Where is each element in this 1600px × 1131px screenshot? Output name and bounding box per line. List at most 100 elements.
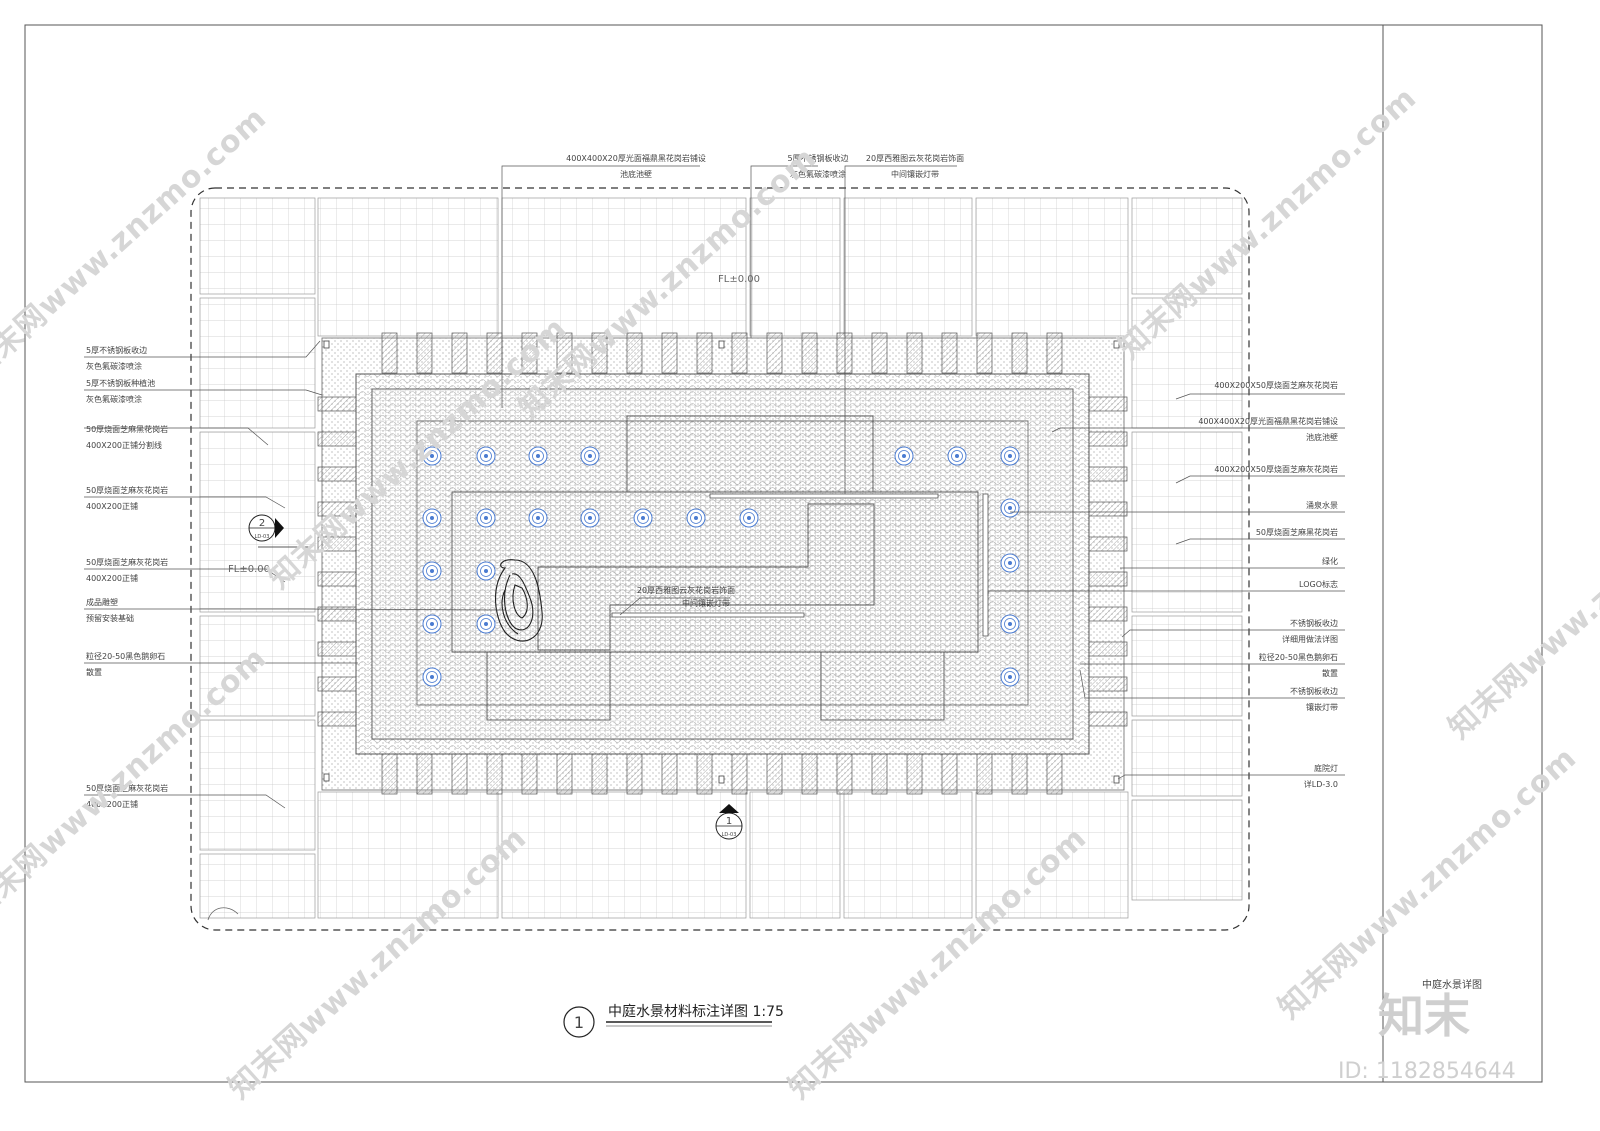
fountain-nozzles <box>422 446 1020 687</box>
edge-paver <box>1046 332 1063 374</box>
paving-block <box>501 197 747 337</box>
leader-lines <box>84 165 1345 809</box>
callout-line1: 20厚西雅图云灰花岗岩饰面 <box>866 153 964 163</box>
fountain-nozzle <box>476 508 496 528</box>
callout-line1: 5厚不锈钢板种植池 <box>86 378 155 388</box>
edge-paver <box>381 753 398 795</box>
edge-paver <box>317 711 357 727</box>
edge-paver <box>906 753 923 795</box>
edge-paver <box>416 332 433 374</box>
edge-paver <box>1046 753 1063 795</box>
callout-text-center: 20厚西雅图云灰花岗岩饰面 中间镶嵌灯带 <box>637 585 735 608</box>
callout-line2: 400X200正铺 <box>86 501 138 511</box>
edge-paver <box>317 641 357 657</box>
paving-block <box>1131 799 1243 901</box>
callout-line2: 400X200正铺 <box>86 573 138 583</box>
edge-paver <box>976 332 993 374</box>
section-marker-left: 2 LD-03 <box>248 514 310 548</box>
paving-block <box>199 197 316 295</box>
fountain-nozzle <box>422 667 442 687</box>
watermark-text: 知末网www.znzmo.com <box>1442 460 1600 746</box>
fountain-nozzle <box>476 446 496 466</box>
section-left-ref: LD-03 <box>255 534 270 540</box>
callout-line1: 50厚烧面芝麻灰花岗岩 <box>86 485 168 495</box>
corner-tree-symbol <box>207 907 239 921</box>
edge-paver <box>836 332 853 374</box>
edge-paver <box>731 753 748 795</box>
watermark-id: ID: 1182854644 <box>1338 1059 1516 1084</box>
light-strip-right <box>982 493 989 637</box>
paving-block <box>1131 297 1243 429</box>
callout-line2: 中间镶嵌灯带 <box>891 169 939 179</box>
callout-line1: 400X400X20厚光面福鼎黑花岗岩铺设 <box>566 153 706 163</box>
platform-bottom-right <box>820 651 945 721</box>
fountain-nozzle <box>422 614 442 634</box>
callout-line2: 400X200正铺 <box>86 799 138 809</box>
edge-paver <box>661 332 678 374</box>
callout-line1: 50厚烧面芝麻灰花岗岩 <box>86 557 168 567</box>
callout-line1: 粒径20-50黑色鹅卵石 <box>86 651 165 661</box>
callout-line2: 灰色氟碳漆喷涂 <box>790 169 846 179</box>
elevation-label-left: FL±0.00 <box>228 564 270 575</box>
garden-lights <box>323 340 1120 784</box>
paving-block <box>749 197 841 337</box>
edge-paver <box>451 753 468 795</box>
callout-line1: 成品雕塑 <box>86 597 118 607</box>
fountain-nozzle <box>528 508 548 528</box>
edge-paver <box>941 332 958 374</box>
scope-boundary <box>190 187 1250 931</box>
callout-texts-top: 400X400X20厚光面福鼎黑花岗岩铺设池底池壁5厚不锈钢板收边灰色氟碳漆喷涂… <box>566 153 964 179</box>
edge-paver <box>696 753 713 795</box>
paving-block <box>199 853 316 919</box>
fountain-nozzle <box>1000 667 1020 687</box>
watermark-brand: 知末 <box>1378 989 1470 1043</box>
fountain-nozzle <box>633 508 653 528</box>
fountain-nozzle <box>894 446 914 466</box>
sheet-border <box>24 24 1543 1083</box>
fountain-nozzle <box>476 614 496 634</box>
edge-paver <box>486 753 503 795</box>
callout-line1: 不锈钢板收边 <box>1290 618 1338 628</box>
edge-paver <box>1088 501 1128 517</box>
section-marker-bottom: 1 LD-03 <box>715 804 743 840</box>
paving-block <box>843 197 973 337</box>
edge-paver <box>626 753 643 795</box>
edge-paver <box>801 753 818 795</box>
edge-paver <box>1088 641 1128 657</box>
edge-paver <box>941 753 958 795</box>
light-strip-center <box>611 612 805 618</box>
callout-line2: 灰色氟碳漆喷涂 <box>86 394 142 404</box>
edge-paver <box>556 332 573 374</box>
edge-paver <box>556 753 573 795</box>
callout-line2: 灰色氟碳漆喷涂 <box>86 361 142 371</box>
edge-paver <box>766 332 783 374</box>
sheet-title: 中庭水景详图 <box>1422 978 1482 991</box>
callout-line1: 绿化 <box>1322 556 1338 566</box>
edge-paver <box>381 332 398 374</box>
callout-texts-left: 5厚不锈钢板收边灰色氟碳漆喷涂5厚不锈钢板种植池灰色氟碳漆喷涂50厚烧面芝麻黑花… <box>86 345 168 809</box>
fountain-nozzle <box>580 508 600 528</box>
edge-paver <box>696 332 713 374</box>
section-left-number: 2 <box>259 518 265 529</box>
paving-block <box>1131 719 1243 797</box>
fountain-nozzle <box>1000 553 1020 573</box>
paving-block <box>975 197 1129 337</box>
edge-paver <box>591 332 608 374</box>
callout-line1: 5厚不锈钢板收边 <box>787 153 848 163</box>
edge-paver <box>626 332 643 374</box>
edge-paver <box>976 753 993 795</box>
paving-block <box>317 791 499 919</box>
callout-line2: 预留安装基础 <box>86 613 134 623</box>
callout-line1: LOGO标志 <box>1299 579 1338 589</box>
edge-paver <box>1088 676 1128 692</box>
drawing-title-block: 1 中庭水景材料标注详图 1:75 <box>563 1003 784 1038</box>
edge-paver <box>1088 711 1128 727</box>
paving-block <box>1131 615 1243 717</box>
paving-block <box>199 297 316 429</box>
edge-paver <box>1088 431 1128 447</box>
fountain-nozzle <box>1000 446 1020 466</box>
edge-paver <box>317 571 357 587</box>
paving-block <box>975 791 1129 919</box>
fountain-nozzle <box>422 561 442 581</box>
center-callout-line1: 20厚西雅图云灰花岗岩饰面 <box>637 585 735 595</box>
